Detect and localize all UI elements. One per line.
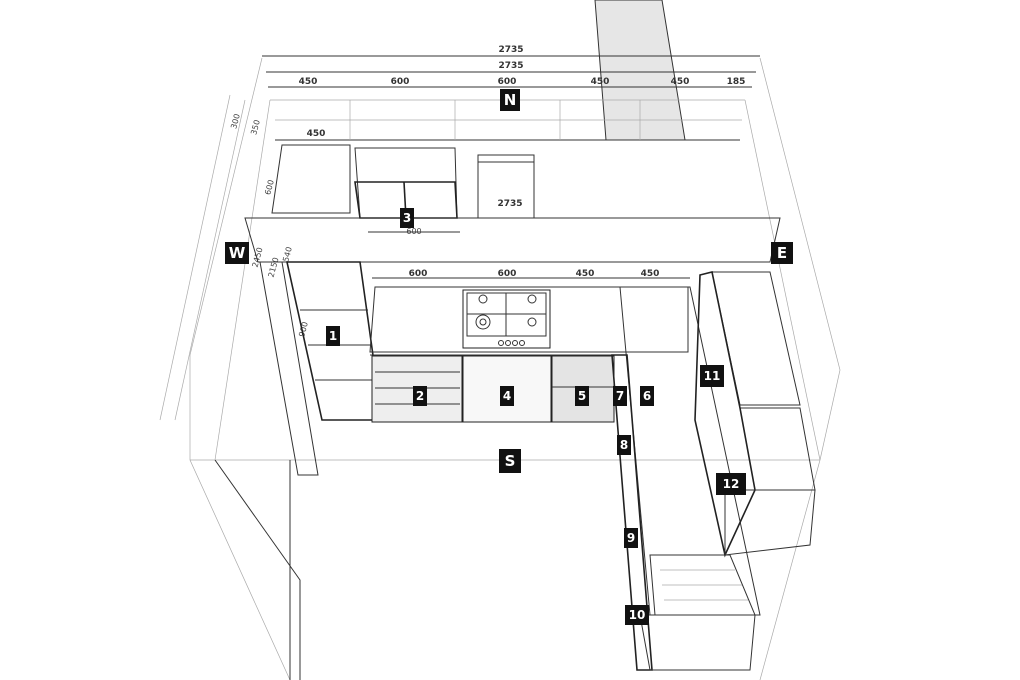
wall-column: [259, 261, 319, 476]
upper-right-cabinets: [694, 271, 816, 558]
right-run: [611, 286, 761, 671]
dim-left: 2450: [251, 246, 265, 268]
dim-left: 300: [229, 113, 242, 130]
cabinet-tag-2: 2: [413, 386, 427, 406]
svg-text:3: 3: [403, 211, 411, 225]
cabinet-tag-12: 12: [716, 473, 746, 495]
dim-hood: 2735: [497, 199, 522, 209]
cabinet-tags: 1 2 3 4 5 6 7 8 9 10 11 12: [326, 208, 746, 625]
top-dimensions: 2735 2735 450 600 600 450 450 185: [262, 45, 760, 88]
cabinet-tag-11: 11: [700, 365, 724, 387]
svg-text:2: 2: [416, 389, 424, 403]
dim-seg: 450: [299, 77, 318, 87]
dim-cabinet3: 600: [406, 227, 421, 236]
cabinet-tag-10: 10: [625, 605, 649, 625]
cabinet-tag-3: 3: [400, 208, 414, 228]
cabinet-tag-1: 1: [326, 326, 340, 346]
dim-seg: 450: [591, 77, 610, 87]
cabinet-tag-9: 9: [624, 528, 638, 548]
svg-text:N: N: [504, 91, 517, 109]
svg-text:12: 12: [723, 477, 740, 491]
svg-text:S: S: [505, 452, 516, 470]
base-cabinets: [371, 355, 615, 423]
dim-left: 2150: [267, 256, 281, 278]
dim-seg: 600: [498, 77, 517, 87]
dim-left: 540: [281, 246, 294, 263]
soffit-beam: [244, 217, 781, 263]
compass-north: N: [500, 89, 520, 111]
dim-left: 350: [249, 119, 262, 136]
compass-east: E: [771, 242, 793, 264]
svg-text:4: 4: [503, 389, 511, 403]
dim-base: 600: [409, 269, 428, 279]
svg-text:10: 10: [629, 608, 646, 622]
gas-cooktop: [462, 289, 551, 349]
compass-south: S: [499, 449, 521, 473]
svg-text:9: 9: [627, 531, 635, 545]
svg-text:11: 11: [704, 369, 721, 383]
svg-text:5: 5: [578, 389, 586, 403]
svg-text:1: 1: [329, 329, 337, 343]
dim-seg: 450: [671, 77, 690, 87]
cabinet-tag-6: 6: [640, 386, 654, 406]
dim-base: 600: [498, 269, 517, 279]
dim-overall-2: 2735: [498, 61, 523, 71]
cabinet-tag-5: 5: [575, 386, 589, 406]
dim-overall-1: 2735: [498, 45, 523, 55]
svg-text:W: W: [229, 244, 246, 262]
dim-base: 450: [576, 269, 595, 279]
countertop: 600 600 450 450: [369, 269, 690, 356]
dim-base: 450: [641, 269, 660, 279]
cabinet-tag-7: 7: [613, 386, 627, 406]
cabinet-tag-8: 8: [617, 435, 631, 455]
svg-text:7: 7: [616, 389, 624, 403]
dim-seg: 185: [727, 77, 746, 87]
svg-text:8: 8: [620, 438, 628, 452]
svg-text:E: E: [777, 244, 787, 262]
dim-left: 600: [263, 179, 276, 196]
compass-west: W: [225, 242, 249, 264]
dim-wall-cabinet: 450: [307, 129, 326, 139]
cabinet-tag-4: 4: [500, 386, 514, 406]
svg-text:6: 6: [643, 389, 651, 403]
dim-seg: 600: [391, 77, 410, 87]
